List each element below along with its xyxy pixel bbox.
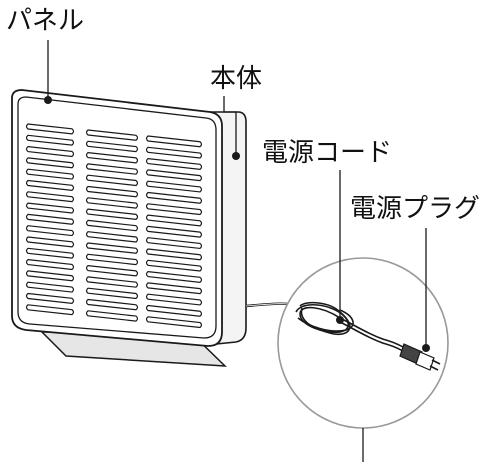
vent-slot [25, 281, 75, 293]
panel-label: パネル [6, 6, 85, 36]
vent-slot [145, 293, 203, 306]
vent-slot [25, 168, 75, 180]
magnifier-circle [277, 257, 449, 429]
vent-slot [85, 174, 139, 187]
vent-slot [145, 191, 203, 204]
vent-slot [85, 287, 139, 300]
vent-slot [25, 258, 75, 271]
vent-slot [85, 310, 139, 322]
vent-slot [85, 208, 139, 221]
leader-dots [44, 96, 430, 352]
vent-slot [145, 135, 203, 148]
vent-slot [145, 225, 203, 238]
vent-slot [85, 151, 139, 164]
vent-slot [85, 264, 139, 277]
vent-slot [85, 298, 139, 311]
panel-pointer-dot [44, 96, 52, 104]
body-label: 本体 [210, 64, 263, 94]
power-plug [399, 343, 441, 371]
vent-slot [145, 203, 203, 216]
vent-slot [85, 140, 139, 153]
power-cord-label: 電源コード [262, 138, 393, 168]
vent-slot [145, 248, 203, 261]
vent-slot [145, 157, 203, 170]
vent-slot [85, 253, 139, 266]
vent-slot [145, 180, 203, 193]
vent-slot [25, 134, 75, 146]
plug-pointer-dot [422, 344, 430, 352]
vent-slot [25, 247, 75, 259]
vent-slot [25, 123, 75, 135]
vent-slot [145, 259, 203, 272]
vent-slot [145, 304, 203, 317]
vent-slot [85, 185, 139, 198]
vent-slot [145, 237, 203, 250]
vent-slot [145, 214, 203, 227]
vent-slot [145, 146, 203, 159]
body-pointer-dot [232, 152, 240, 160]
vent-slot [85, 219, 139, 232]
vent-slot [25, 157, 75, 169]
vent-slot [85, 276, 139, 288]
vent-slot [25, 213, 75, 225]
vent-slot [85, 242, 139, 254]
vent-slot [145, 169, 203, 182]
cord-pointer-dot [336, 316, 344, 324]
vent-slot [85, 163, 139, 175]
leader-lines [47, 40, 427, 462]
vent-slot [25, 191, 75, 203]
vent-slot [145, 316, 203, 329]
vent-slot [85, 197, 139, 209]
vent-slot [145, 282, 203, 295]
vent-slot [25, 145, 75, 158]
vent-slot [25, 292, 75, 304]
vent-slot [145, 270, 203, 283]
vent-slot [25, 179, 75, 191]
vent-slot [25, 270, 75, 282]
vent-slot [25, 304, 75, 316]
vent-slot [85, 129, 139, 141]
vent-slot [25, 236, 75, 248]
power-plug-label: 電源プラグ [350, 194, 481, 224]
vent-slot [25, 202, 75, 214]
vent-slot [25, 225, 75, 237]
vent-slots [25, 123, 203, 329]
vent-slot [85, 231, 139, 243]
